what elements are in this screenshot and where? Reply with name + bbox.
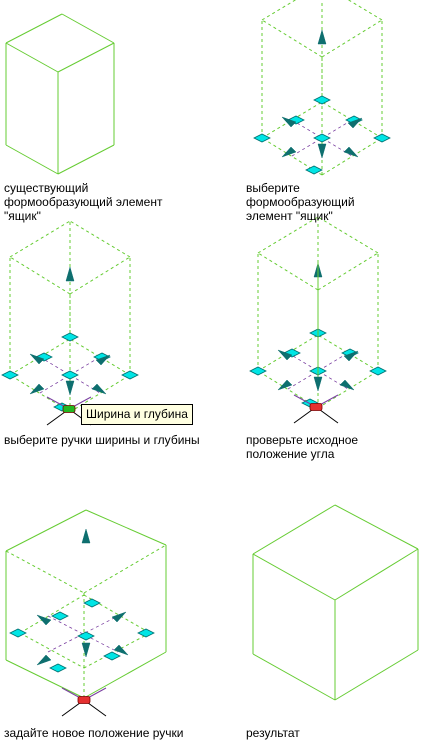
depth-arrow-left: [281, 116, 297, 128]
depth-arrow-right: [95, 354, 111, 366]
box-edge: [261, 19, 323, 58]
grip-top-center: [313, 95, 331, 105]
grip-right: [373, 133, 391, 143]
height-arrow-bottom: [313, 376, 323, 392]
box-edge: [334, 649, 419, 701]
box-edge: [9, 220, 71, 258]
box-edge: [69, 220, 131, 258]
grip-center: [61, 370, 79, 380]
box-edge: [334, 548, 419, 601]
box-edge: [61, 13, 115, 44]
base-grid-line: [47, 615, 119, 653]
caption-check-corner: проверьте исходное положение угла: [246, 433, 359, 461]
box-edge: [334, 504, 419, 550]
caption-select-grips: выберите ручки ширины и глубины: [4, 433, 200, 447]
height-arrow-bottom: [65, 380, 75, 396]
box-edge: [83, 544, 167, 594]
height-arrow-top: [65, 266, 75, 282]
box-edge: [257, 252, 319, 291]
box-edge: [321, 137, 383, 176]
grip-right: [369, 366, 387, 376]
caption-new-position: задайте новое положение ручки: [4, 726, 184, 740]
box-edge: [57, 144, 115, 175]
box-edge: [9, 256, 71, 295]
width-arrow-right: [339, 379, 355, 391]
depth-arrow-left: [36, 614, 52, 626]
box-edge: [347, 0, 383, 21]
panel-select-grips: [1, 220, 139, 426]
caption-result: результат: [246, 726, 300, 740]
box-edge: [252, 504, 336, 555]
grip-front-left: [49, 663, 67, 673]
width-arrow-right: [343, 146, 359, 158]
panel-check-corner: [249, 216, 387, 424]
box-edge: [317, 370, 379, 409]
panel-select-box: [253, 0, 391, 176]
width-arrow-left: [36, 654, 52, 666]
height-arrow-bottom: [81, 642, 91, 658]
box-edge: [321, 19, 383, 58]
depth-arrow-left: [29, 353, 45, 365]
box-edge: [5, 659, 85, 699]
panel-result: [252, 504, 419, 701]
box-edge: [83, 651, 167, 699]
corner-marker: [309, 403, 323, 411]
box-edge: [69, 256, 131, 295]
width-arrow-left: [29, 383, 45, 395]
box-edge: [5, 509, 87, 552]
depth-arrow-right: [343, 350, 359, 362]
corner-marker: [62, 405, 76, 413]
box-edge: [252, 553, 336, 601]
caption-existing-box: существующий формообразующий элемент "ящ…: [4, 181, 163, 223]
grip-right: [121, 370, 139, 380]
box-edge: [261, 0, 297, 21]
grip-front: [305, 165, 323, 175]
grip-top-center: [61, 332, 79, 342]
depth-arrow-right: [347, 117, 363, 129]
panel-new-position: [5, 509, 167, 717]
grip-back-left: [51, 611, 69, 621]
box-edge: [57, 42, 115, 73]
grip-center: [77, 631, 95, 641]
width-arrow-left: [277, 379, 293, 391]
grip-left: [1, 370, 19, 380]
grip-right: [137, 628, 155, 638]
grip-tooltip: Ширина и глубина: [81, 404, 193, 425]
width-arrow-left: [281, 146, 297, 158]
box-edge: [19, 594, 85, 634]
grip-front-right: [103, 651, 121, 661]
width-arrow-right: [91, 383, 107, 395]
grip-left: [249, 366, 267, 376]
height-arrow-top: [81, 528, 91, 544]
panel-existing-box: [5, 13, 115, 175]
depth-arrow-left: [277, 349, 293, 361]
caption-select-box: выберите формообразующий элемент "ящик": [246, 181, 355, 223]
height-arrow-bottom: [317, 143, 327, 159]
box-edge: [5, 13, 63, 44]
box-edge: [317, 252, 379, 291]
grip-back: [83, 598, 101, 608]
corner-marker: [77, 696, 91, 704]
width-arrow-right: [113, 644, 129, 656]
height-arrow-top: [317, 29, 327, 45]
box-edge: [19, 632, 85, 669]
base-grid-line: [47, 615, 119, 653]
grip-left: [9, 628, 27, 638]
box-edge: [5, 42, 59, 73]
grip-left: [253, 133, 271, 143]
box-edge: [5, 144, 59, 175]
depth-arrow-right: [111, 611, 127, 623]
box-edge: [85, 509, 167, 546]
grip-center: [313, 133, 331, 143]
box-edge: [5, 550, 85, 594]
box-edge: [252, 653, 336, 701]
